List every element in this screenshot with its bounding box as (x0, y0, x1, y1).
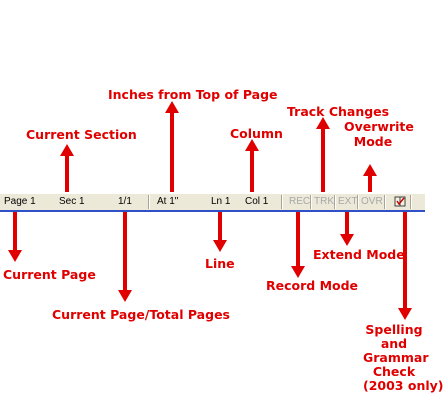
status-ovr[interactable]: OVR (361, 196, 383, 207)
status-rec[interactable]: REC (289, 196, 311, 207)
label-overwrite-mode: Overwrite Mode (344, 119, 414, 149)
status-column[interactable]: Col 1 (245, 196, 269, 207)
status-trk[interactable]: TRK (314, 196, 334, 207)
label-overwrite-line1: Overwrite (344, 119, 414, 134)
status-line[interactable]: Ln 1 (211, 196, 231, 207)
label-line: Line (205, 256, 235, 271)
word-status-bar: Page 1 Sec 1 1/1 At 1" Ln 1 Col 1 REC TR… (0, 194, 425, 212)
arrow-track-changes (316, 117, 330, 192)
label-column: Column (230, 126, 283, 141)
status-separator (148, 195, 150, 209)
status-separator (384, 195, 386, 209)
status-separator (334, 195, 336, 209)
arrow-extend-mode (340, 212, 354, 246)
label-current-section: Current Section (26, 127, 137, 142)
status-page[interactable]: Page 1 (4, 196, 36, 207)
status-separator (281, 195, 283, 209)
label-spelling-line5: (2003 only) (363, 378, 444, 393)
label-inches-from-top: Inches from Top of Page (108, 87, 278, 102)
label-current-page-total: Current Page/Total Pages (52, 307, 230, 322)
spelling-grammar-book-icon[interactable] (394, 196, 406, 207)
arrow-overwrite-mode (363, 164, 377, 192)
label-current-page: Current Page (3, 267, 96, 282)
status-separator (410, 195, 412, 209)
arrow-inches-from-top (165, 101, 179, 192)
arrow-current-section (60, 144, 74, 192)
label-extend-mode: Extend Mode (313, 247, 405, 262)
label-track-changes: Track Changes (287, 104, 390, 119)
arrow-current-page-total (118, 212, 132, 302)
arrow-line (213, 212, 227, 252)
label-spelling-line3: Grammar (363, 350, 429, 365)
status-separator (357, 195, 359, 209)
arrow-record-mode (291, 212, 305, 278)
callout-arrows (8, 101, 412, 320)
status-at[interactable]: At 1" (157, 196, 179, 207)
status-separator (310, 195, 312, 209)
arrow-spelling-grammar (398, 212, 412, 320)
arrow-column (245, 139, 259, 192)
annotated-screenshot: Inches from Top of Page Current Section … (0, 87, 444, 393)
status-section[interactable]: Sec 1 (59, 196, 85, 207)
label-spelling-line2: and (380, 336, 408, 351)
status-page-of-total[interactable]: 1/1 (118, 196, 132, 207)
label-spelling-grammar: Spelling and Grammar Check (2003 only) (363, 322, 444, 393)
status-ext[interactable]: EXT (338, 196, 358, 207)
label-spelling-line4: Check (372, 364, 416, 379)
label-record-mode: Record Mode (266, 278, 359, 293)
label-overwrite-line2: Mode (353, 134, 393, 149)
arrow-current-page (8, 212, 22, 262)
label-spelling-line1: Spelling (365, 322, 423, 337)
